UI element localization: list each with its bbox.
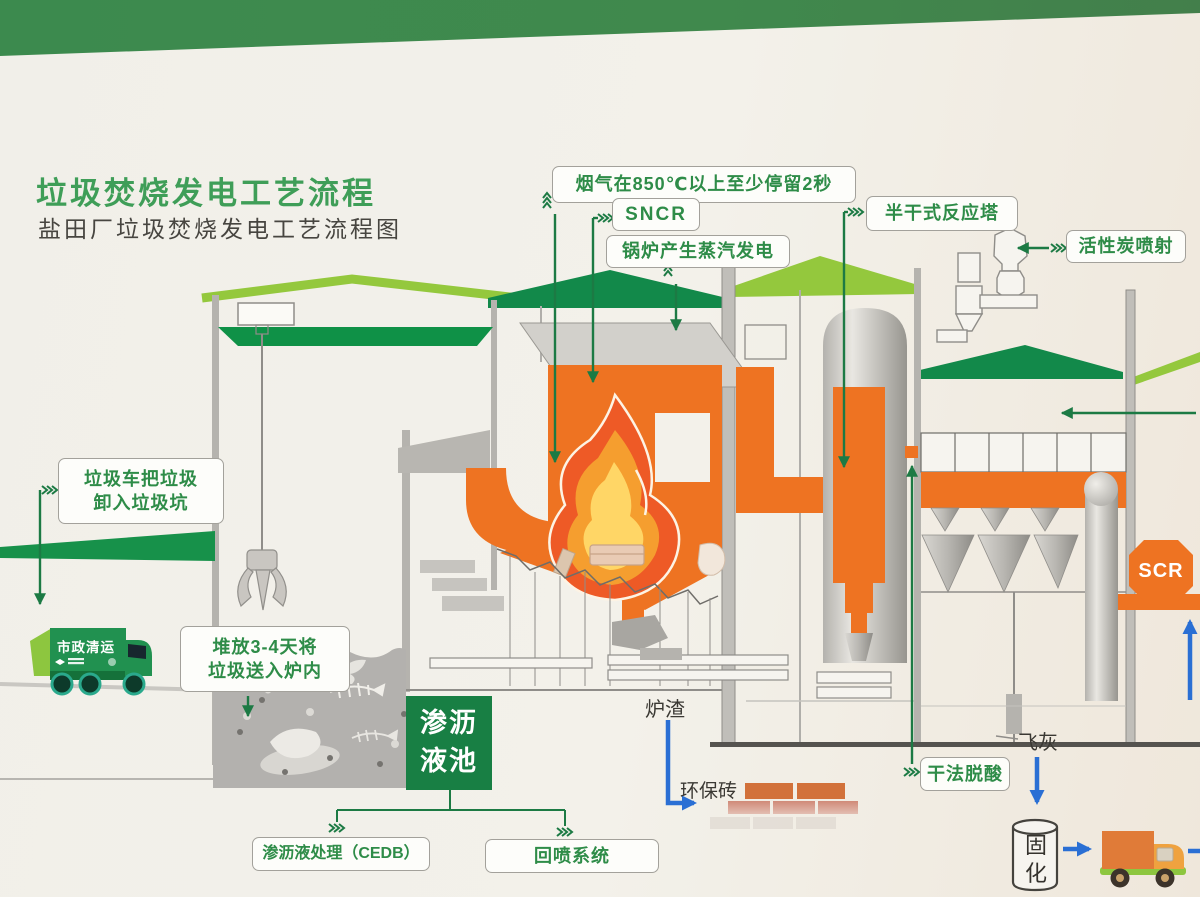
overhead-crane bbox=[218, 302, 493, 611]
label-semi-dry-tower: 半干式反应塔 bbox=[866, 196, 1018, 231]
scr-octagon bbox=[1129, 540, 1193, 601]
label-carbon-injection: 活性炭喷射 bbox=[1066, 230, 1186, 263]
label-solidify: 固化 bbox=[1024, 833, 1047, 886]
slag-pusher bbox=[612, 615, 668, 650]
hopper-mouth bbox=[398, 430, 490, 473]
semi-dry-reactor bbox=[736, 308, 918, 699]
label-flue-gas: 烟气在850℃以上至少停留2秒 bbox=[552, 166, 856, 203]
label-leachate-treatment: 渗沥液处理（CEDB） bbox=[252, 837, 430, 871]
label-fly-ash: 飞灰 bbox=[1018, 732, 1058, 754]
bagfilter-hall-roof bbox=[920, 345, 1123, 379]
small-hoppers bbox=[930, 507, 1060, 532]
page-title: 垃圾焚烧发电工艺流程 bbox=[36, 176, 376, 211]
outlet-port bbox=[905, 446, 918, 458]
large-hoppers bbox=[921, 534, 1079, 593]
label-eco-brick: 环保砖 bbox=[680, 781, 738, 802]
reactor-hall-roof bbox=[728, 256, 918, 297]
grate-line bbox=[496, 548, 719, 605]
label-spray-back: 回喷系统 bbox=[485, 839, 659, 873]
crane-girder bbox=[218, 327, 493, 346]
page-subtitle: 盐田厂垃圾焚烧发电工艺流程图 bbox=[38, 216, 402, 242]
truck-wheels bbox=[50, 672, 146, 696]
stack-pipe bbox=[1085, 489, 1118, 701]
scr-unit bbox=[1118, 540, 1200, 610]
grab-claw-icon bbox=[237, 549, 287, 611]
trash-items bbox=[552, 542, 726, 578]
label-truck-unload: 垃圾车把垃圾 卸入垃圾坑 bbox=[58, 458, 224, 524]
label-leachate-pool: 渗沥液池 bbox=[406, 696, 492, 790]
carbon-injection-unit bbox=[936, 227, 1038, 343]
road bbox=[0, 682, 214, 692]
label-boiler-steam: 锅炉产生蒸汽发电 bbox=[606, 235, 790, 268]
byproduct-chain bbox=[710, 783, 1200, 892]
label-dry-deacid: 干法脱酸 bbox=[920, 757, 1010, 791]
eco-bricks bbox=[710, 783, 858, 829]
flame-icon bbox=[548, 392, 681, 602]
paper-scrap bbox=[270, 728, 321, 759]
stack-top bbox=[1084, 472, 1118, 506]
floor-slats bbox=[429, 654, 789, 681]
solidify-drum bbox=[1011, 827, 1059, 892]
label-pile-days: 堆放3-4天将 垃圾送入炉内 bbox=[180, 626, 350, 692]
label-slag: 炉渣 bbox=[645, 699, 685, 721]
slag-arrow bbox=[665, 720, 697, 811]
tipping-ramp bbox=[0, 531, 215, 561]
far-right-roof bbox=[1128, 352, 1200, 387]
furnace-hall-roof bbox=[488, 270, 735, 308]
truck-brand-text: 市政清运 bbox=[57, 640, 115, 655]
stairs bbox=[420, 560, 504, 611]
main-floor bbox=[710, 742, 1200, 747]
crane-trolley bbox=[237, 302, 295, 326]
waste-hall-roof bbox=[201, 274, 546, 306]
label-scr: SCR bbox=[1138, 560, 1184, 582]
ash-truck-icon bbox=[1100, 831, 1186, 888]
fish-skeleton-icon bbox=[351, 729, 399, 743]
garbage-truck-icon bbox=[30, 628, 152, 696]
truck-logo-icon bbox=[55, 659, 65, 665]
label-sncr: SNCR bbox=[612, 198, 700, 231]
feed-chute bbox=[466, 468, 553, 558]
building-roofs bbox=[201, 256, 1200, 387]
bag-filter bbox=[920, 432, 1127, 742]
furnace bbox=[398, 322, 789, 686]
fish-skeleton-icon bbox=[329, 682, 386, 699]
blue-arrows bbox=[665, 619, 1198, 857]
green-connectors bbox=[34, 191, 1196, 838]
